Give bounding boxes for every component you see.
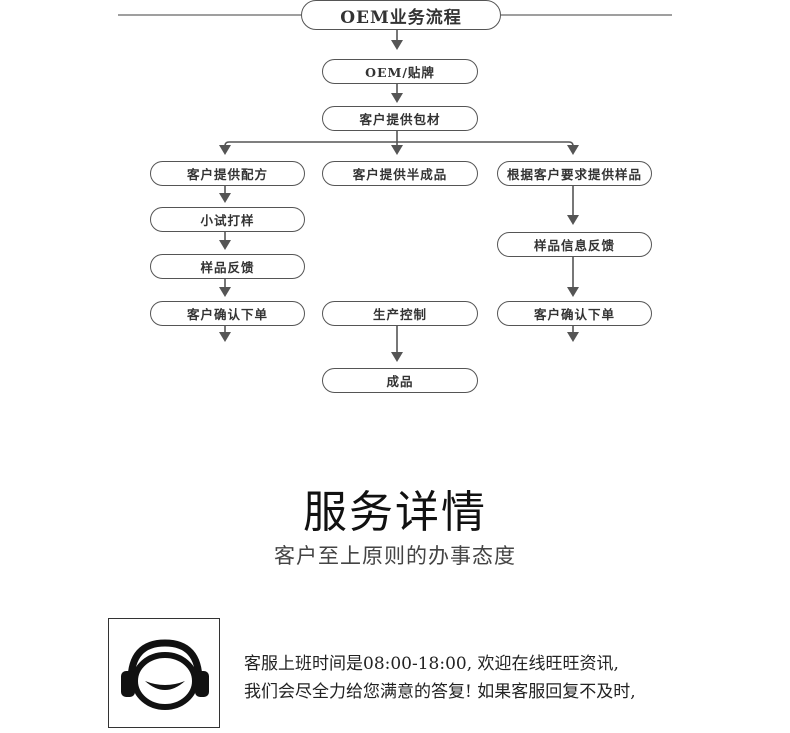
arrowhead [391, 145, 403, 155]
node-production: 生产控制 [322, 301, 478, 326]
node-trial: 小试打样 [150, 207, 305, 232]
node-feedback-right: 样品信息反馈 [497, 232, 652, 257]
arrowhead [391, 93, 403, 103]
node-feedback-left: 样品反馈 [150, 254, 305, 279]
service-text-line1: 客服上班时间是08:00-18:00, 欢迎在线旺旺资讯, [244, 654, 619, 674]
arrowhead [219, 193, 231, 203]
edge-branch-bar [224, 141, 574, 150]
node-provide-packaging: 客户提供包材 [322, 106, 478, 131]
flow-title: OEM业务流程 [301, 0, 501, 30]
arrowhead [219, 240, 231, 250]
arrowhead [567, 215, 579, 225]
node-oem: OEM/贴牌 [322, 59, 478, 84]
arrowhead [391, 352, 403, 362]
arrowhead [567, 332, 579, 342]
node-finished: 成品 [322, 368, 478, 393]
service-section-title: 服务详情 [303, 487, 487, 538]
arrowhead [567, 287, 579, 297]
service-text-line2: 我们会尽全力给您满意的答复! 如果客服回复不及时, [244, 682, 636, 702]
node-provide-formula: 客户提供配方 [150, 161, 305, 186]
customer-service-headset-icon [121, 639, 209, 710]
arrowhead [219, 145, 231, 155]
arrowhead [567, 145, 579, 155]
arrowhead [219, 287, 231, 297]
node-order-left: 客户确认下单 [150, 301, 305, 326]
service-section-subtitle: 客户至上原则的办事态度 [274, 544, 516, 568]
node-provide-semi: 客户提供半成品 [322, 161, 478, 186]
service-icon-frame [108, 618, 220, 728]
node-provide-sample: 根据客户要求提供样品 [497, 161, 652, 186]
node-order-right: 客户确认下单 [497, 301, 652, 326]
service-hours-text: 客服上班时间是08:00-18:00, 欢迎在线旺旺资讯, 我们会尽全力给您满意… [244, 650, 784, 706]
flow-connectors [118, 14, 672, 362]
arrowhead [219, 332, 231, 342]
arrowhead [391, 40, 403, 50]
